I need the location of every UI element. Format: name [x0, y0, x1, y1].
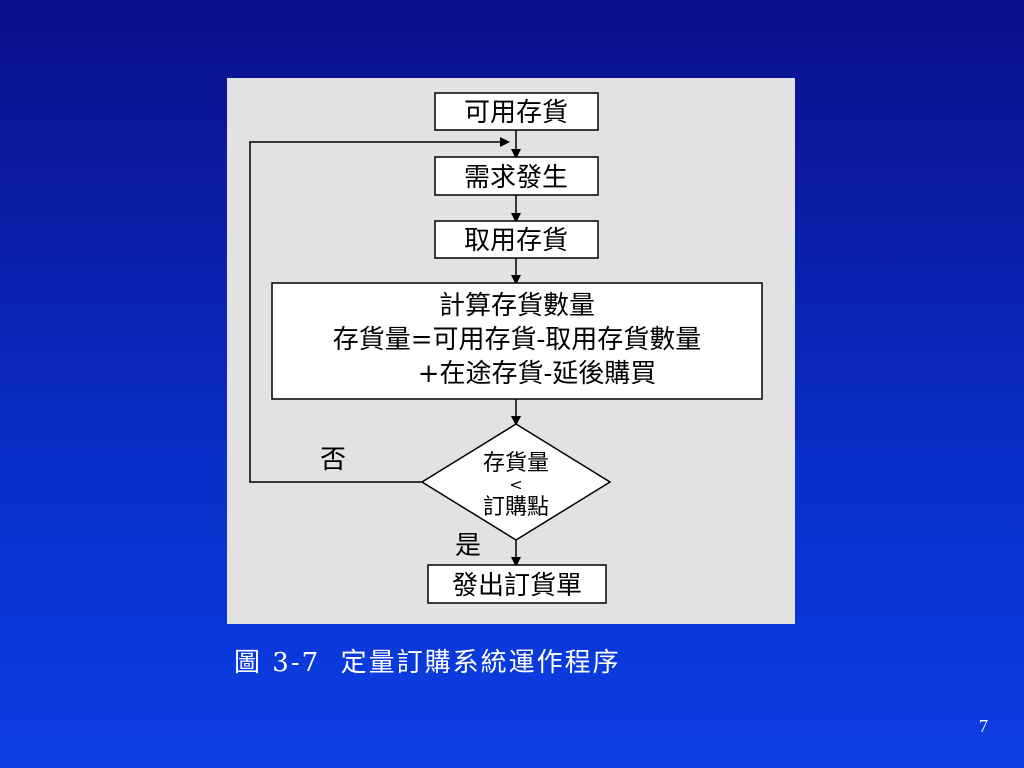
node-decision: 存貨量 < 訂購點 [420, 423, 612, 541]
node-compute-stock: 計算存貨數量 存貨量=可用存貨-取用存貨數量 +在途存貨-延後購買 [271, 282, 763, 400]
edge-label-yes: 是 [455, 531, 481, 561]
figure-caption: 圖 3-7 定量訂購系統運作程序 [234, 648, 621, 678]
node-issue-order-label: 發出訂貨單 [452, 571, 582, 601]
arrow-decision-no-loop [249, 137, 510, 483]
node-compute-formula-line1: 存貨量=可用存貨-取用存貨數量 [333, 325, 702, 355]
edge-label-no: 否 [320, 445, 346, 475]
node-compute-title: 計算存貨數量 [439, 291, 595, 321]
node-withdraw-stock-label: 取用存貨 [464, 226, 568, 256]
node-issue-order: 發出訂貨單 [427, 564, 607, 604]
node-withdraw-stock: 取用存貨 [434, 220, 599, 259]
page-number: 7 [979, 716, 988, 736]
node-demand-occurs: 需求發生 [434, 156, 599, 196]
node-decision-line2: < [509, 475, 522, 494]
node-demand-occurs-label: 需求發生 [464, 163, 568, 193]
node-decision-line1: 存貨量 [483, 451, 549, 476]
node-available-stock: 可用存貨 [434, 92, 599, 131]
node-compute-formula-line2: +在途存貨-延後購買 [418, 359, 657, 389]
node-decision-line3: 訂購點 [483, 495, 549, 520]
node-available-stock-label: 可用存貨 [464, 98, 568, 128]
